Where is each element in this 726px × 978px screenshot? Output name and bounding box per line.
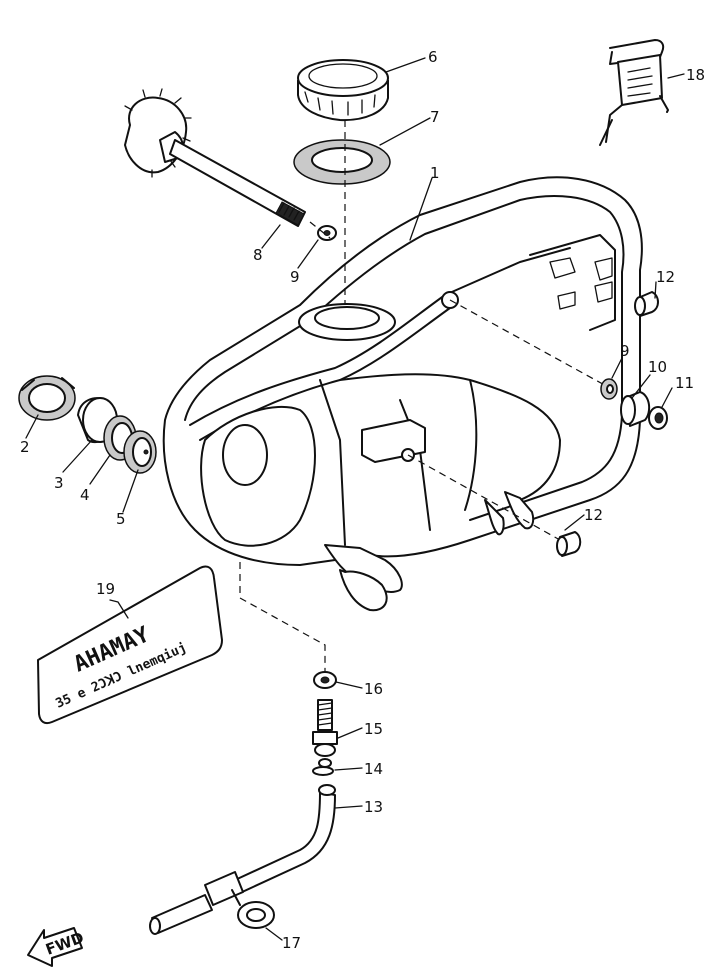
fuel-pipe-13 (149, 784, 336, 935)
bolt-axis-line-upper (449, 299, 611, 389)
fuel-tank (162, 176, 643, 612)
fuel-cock-axis-line (239, 562, 326, 672)
callout-14: 14 (364, 760, 383, 778)
callout-10: 10 (648, 358, 667, 376)
rod-axis-line (309, 221, 331, 239)
callout-8: 8 (253, 246, 263, 264)
leader-lines (25, 57, 685, 941)
callout-4: 4 (80, 486, 90, 504)
holder-bracket-18 (599, 39, 669, 146)
washer-14 (312, 758, 334, 776)
collar-11 (648, 406, 668, 430)
callout-12b: 12 (584, 506, 603, 524)
callout-labels: 1 2 3 4 5 6 7 8 9 9 10 11 12 12 13 14 15… (20, 48, 705, 952)
bolt-axis-line-lower (407, 454, 561, 541)
washer-9-right (600, 378, 618, 400)
callout-17: 17 (282, 934, 301, 952)
callout-12a: 12 (656, 268, 675, 286)
strainer-15 (312, 699, 338, 757)
callout-11: 11 (675, 374, 694, 392)
callout-9b: 9 (620, 342, 630, 360)
callout-7: 7 (430, 108, 440, 126)
callout-3: 3 (54, 474, 64, 492)
callout-16: 16 (364, 680, 383, 698)
callout-2: 2 (20, 438, 30, 456)
callout-1: 1 (430, 164, 440, 182)
cap-gasket (293, 139, 391, 185)
callout-6: 6 (428, 48, 438, 66)
washer-9-left (317, 225, 337, 241)
callout-13: 13 (364, 798, 383, 816)
o-ring-16 (313, 671, 337, 689)
callout-18: 18 (686, 66, 705, 84)
filler-cap (297, 59, 389, 122)
fwd-arrow-icon: FWD (27, 927, 86, 967)
callout-9a: 9 (290, 268, 300, 286)
decal-19: AHAMAY 35 e 2ƆꓘƆ lnemqiuj (37, 565, 223, 725)
banjo-clamp-17 (231, 889, 275, 929)
callout-5: 5 (116, 510, 126, 528)
cap-12-upper (634, 291, 659, 317)
callout-15: 15 (364, 720, 383, 738)
cap-12-lower (556, 531, 582, 557)
left-cover-5 (123, 430, 157, 474)
grommet-10 (620, 391, 651, 427)
level-gauge-rod (124, 88, 306, 227)
left-cap-2 (18, 375, 76, 421)
callout-19: 19 (96, 580, 115, 598)
